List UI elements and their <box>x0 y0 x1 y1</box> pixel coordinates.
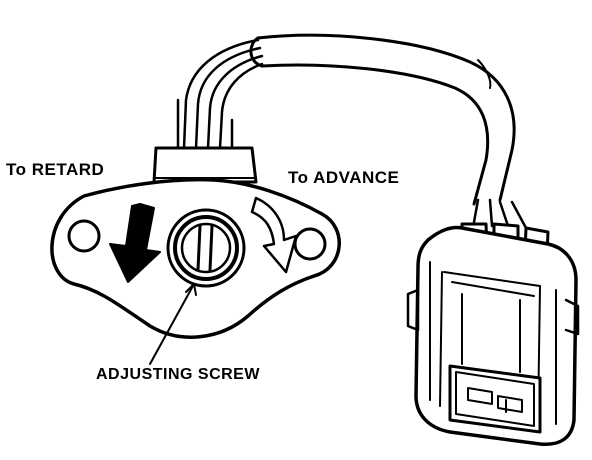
adjusting-screw <box>166 208 246 288</box>
advance-label: To ADVANCE <box>288 168 400 187</box>
wires-to-connector <box>472 198 528 230</box>
screw-leader-line <box>149 283 195 365</box>
retard-arrow <box>109 203 161 283</box>
adjusting-screw-label: ADJUSTING SCREW <box>96 366 260 383</box>
advance-arrow <box>250 196 298 274</box>
connector <box>406 222 580 447</box>
wires-to-sensor <box>176 38 264 150</box>
retard-label: To RETARD <box>6 160 105 179</box>
